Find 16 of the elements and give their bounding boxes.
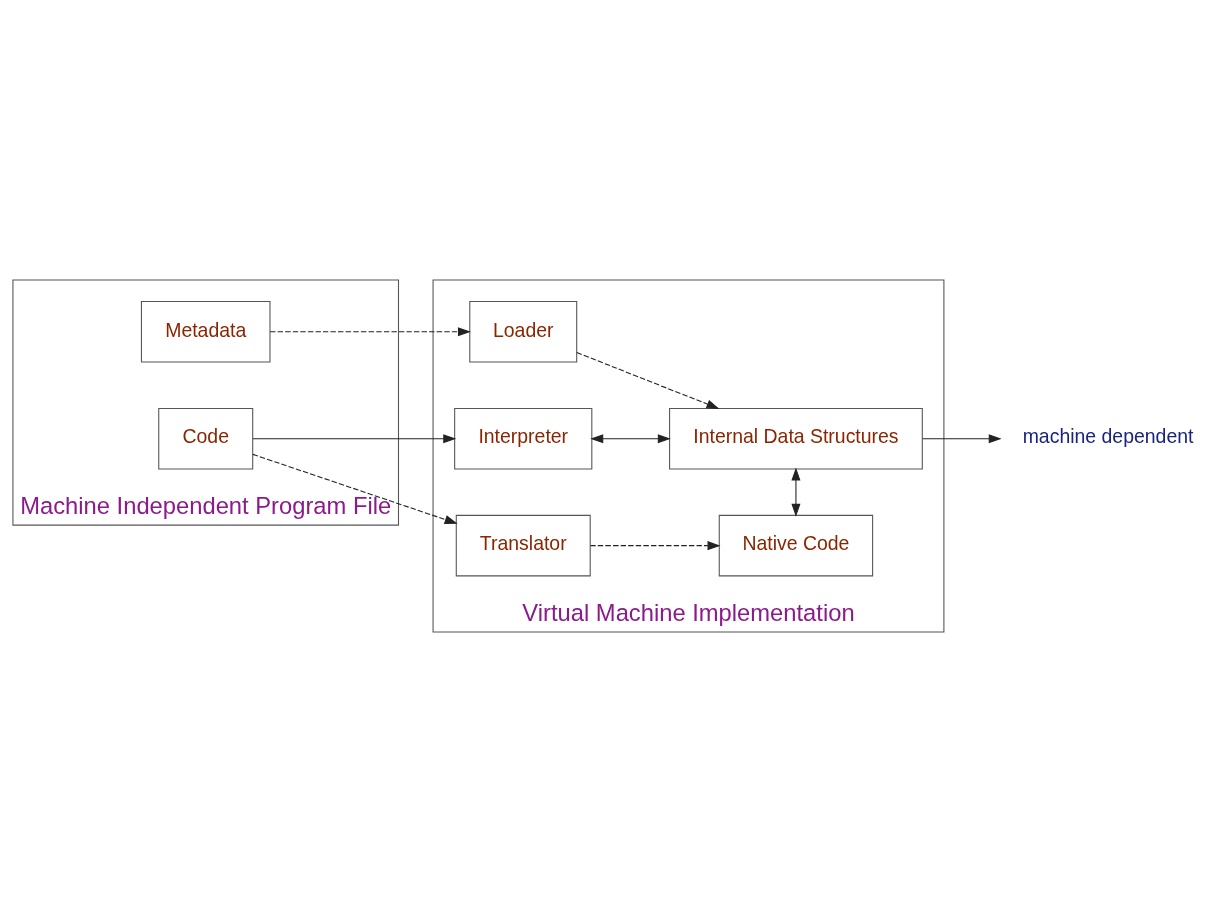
arrow xyxy=(791,467,801,517)
node-text: machine dependent xyxy=(1022,424,1194,447)
node-box: Interpreter xyxy=(454,407,593,469)
arrow xyxy=(252,453,458,524)
arrow xyxy=(922,433,1002,443)
node-box: Translator xyxy=(455,514,591,576)
arrow xyxy=(589,540,721,550)
arrow xyxy=(590,433,671,443)
arrow xyxy=(269,326,471,336)
node-box: Internal Data Structures xyxy=(669,407,923,469)
node-box: Metadata xyxy=(140,300,271,363)
node-box: Native Code xyxy=(718,514,874,576)
arrow xyxy=(252,433,457,443)
node-box: Code xyxy=(158,407,254,469)
node-box: Loader xyxy=(469,300,578,363)
arrow xyxy=(576,351,720,409)
